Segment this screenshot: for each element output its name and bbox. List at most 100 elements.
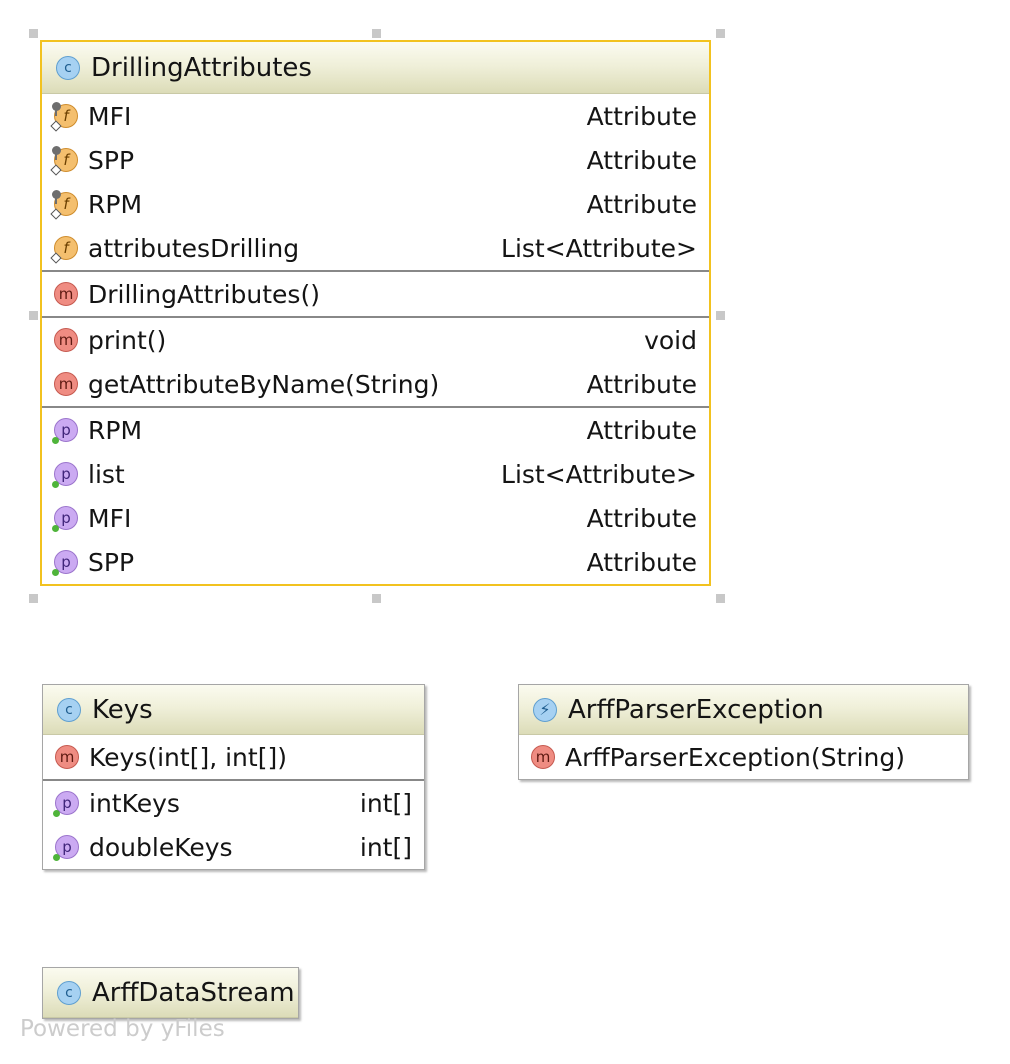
method-row-print[interactable]: m print() void <box>42 318 709 362</box>
property-icon: p <box>53 789 81 817</box>
class-icon: c <box>54 54 82 82</box>
resize-handle-n[interactable] <box>372 29 381 38</box>
member-name: list <box>88 459 125 489</box>
class-header[interactable]: c ArffDataStream <box>43 968 298 1018</box>
method-icon: m <box>52 370 80 398</box>
method-row-arffparserexception-string[interactable]: m ArffParserException(String) <box>519 735 968 779</box>
resize-handle-w[interactable] <box>29 311 38 320</box>
class-icon-glyph: c <box>57 697 81 722</box>
field-icon: f <box>50 234 80 264</box>
field-row-attributesdrilling[interactable]: f attributesDrilling List<Attribute> <box>42 226 709 270</box>
property-icon-glyph: p <box>54 506 78 530</box>
member-type: List<Attribute> <box>501 233 697 263</box>
property-row-doublekeys[interactable]: p doubleKeys int[] <box>43 825 424 869</box>
property-icon: p <box>52 416 80 444</box>
member-name: attributesDrilling <box>88 233 300 263</box>
member-type: Attribute <box>586 547 697 577</box>
field-icon-glyph: f <box>54 236 78 260</box>
member-name: intKeys <box>89 788 180 818</box>
class-name: ArffParserException <box>568 694 824 725</box>
class-header[interactable]: ⚡ ArffParserException <box>519 685 968 735</box>
method-icon: m <box>52 326 80 354</box>
member-type: int[] <box>359 788 412 818</box>
member-name: doubleKeys <box>89 832 233 862</box>
class-name: Keys <box>92 694 153 725</box>
method-icon: m <box>529 743 557 771</box>
resize-handle-e[interactable] <box>716 311 725 320</box>
member-type: Attribute <box>586 415 697 445</box>
field-row-spp[interactable]: f SPP Attribute <box>42 138 709 182</box>
property-icon: p <box>53 833 81 861</box>
watermark: Powered by yFiles <box>20 1016 225 1042</box>
class-icon-glyph: c <box>56 55 80 80</box>
member-name: ArffParserException(String) <box>565 742 905 772</box>
class-icon-glyph: c <box>57 980 81 1005</box>
member-type: Attribute <box>586 145 697 175</box>
resize-handle-se[interactable] <box>716 594 725 603</box>
method-icon: m <box>52 280 80 308</box>
section-divider <box>43 779 424 781</box>
member-name: getAttributeByName(String) <box>88 369 440 399</box>
resize-handle-sw[interactable] <box>29 594 38 603</box>
member-name: RPM <box>88 415 143 445</box>
property-icon: p <box>52 548 80 576</box>
member-name: MFI <box>88 503 132 533</box>
class-icon: c <box>55 696 83 724</box>
property-icon: p <box>52 504 80 532</box>
method-icon-glyph: m <box>54 328 78 352</box>
class-name: ArffDataStream <box>92 977 295 1008</box>
method-row-drillingattributes[interactable]: m DrillingAttributes() <box>42 272 709 316</box>
public-visibility-icon <box>52 569 59 576</box>
field-icon: f <box>50 146 80 176</box>
class-header[interactable]: c Keys <box>43 685 424 735</box>
public-visibility-icon <box>52 437 59 444</box>
public-visibility-icon <box>53 854 60 861</box>
field-row-rpm[interactable]: f RPM Attribute <box>42 182 709 226</box>
property-row-intkeys[interactable]: p intKeys int[] <box>43 781 424 825</box>
public-visibility-icon <box>52 481 59 488</box>
method-icon-glyph: m <box>54 372 78 396</box>
member-name: MFI <box>88 101 132 131</box>
method-icon-glyph: m <box>531 745 555 769</box>
exception-icon: ⚡ <box>531 696 559 724</box>
section-divider <box>42 270 709 272</box>
class-node-arff-data-stream[interactable]: c ArffDataStream <box>42 967 299 1019</box>
property-row-rpm[interactable]: p RPM Attribute <box>42 408 709 452</box>
class-icon: c <box>55 979 83 1007</box>
property-icon: p <box>52 460 80 488</box>
resize-handle-ne[interactable] <box>716 29 725 38</box>
field-icon: f <box>50 190 80 220</box>
member-name: DrillingAttributes() <box>88 279 320 309</box>
class-node-arff-parser-exception[interactable]: ⚡ ArffParserException m ArffParserException… <box>518 684 969 780</box>
resize-handle-nw[interactable] <box>29 29 38 38</box>
section-divider <box>42 406 709 408</box>
member-name: SPP <box>88 145 135 175</box>
class-name: DrillingAttributes <box>91 52 312 83</box>
static-pin-icon <box>52 146 61 160</box>
class-header[interactable]: c DrillingAttributes <box>42 42 709 94</box>
field-icon: f <box>50 102 80 132</box>
member-type: void <box>644 325 697 355</box>
static-pin-icon <box>52 190 61 204</box>
member-name: RPM <box>88 189 143 219</box>
resize-handle-s[interactable] <box>372 594 381 603</box>
member-name: SPP <box>88 547 135 577</box>
member-name: print() <box>88 325 167 355</box>
member-name: Keys(int[], int[]) <box>89 742 287 772</box>
property-row-spp[interactable]: p SPP Attribute <box>42 540 709 584</box>
member-type: List<Attribute> <box>501 459 697 489</box>
method-icon-glyph: m <box>54 282 78 306</box>
member-type: int[] <box>359 832 412 862</box>
section-divider <box>42 316 709 318</box>
method-icon: m <box>53 743 81 771</box>
property-icon-glyph: p <box>55 791 79 815</box>
member-type: Attribute <box>586 369 697 399</box>
method-row-keys-int-int[interactable]: m Keys(int[], int[]) <box>43 735 424 779</box>
method-row-getattributebyname-string[interactable]: m getAttributeByName(String) Attribute <box>42 362 709 406</box>
member-type: Attribute <box>586 189 697 219</box>
